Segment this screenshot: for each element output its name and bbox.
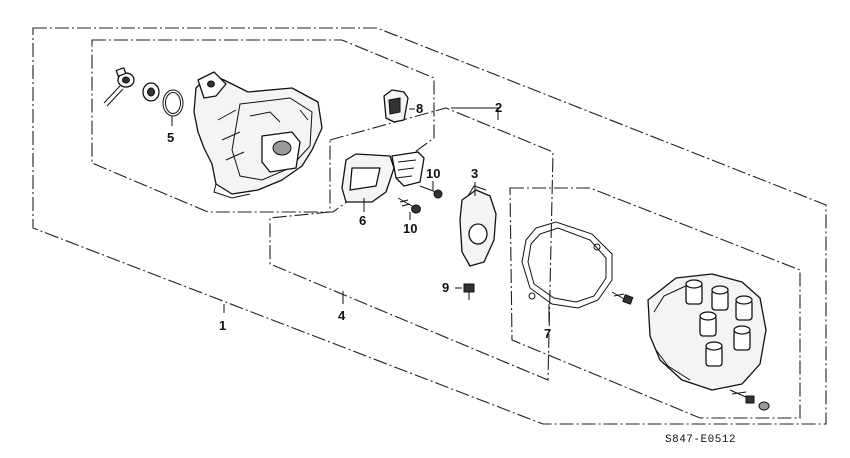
outline-group-4 xyxy=(269,107,554,381)
screw-10-lower xyxy=(397,197,421,214)
distributor-housing xyxy=(193,71,323,199)
pin-part xyxy=(103,67,135,107)
o-ring-part xyxy=(162,89,184,117)
housing-detail-2 xyxy=(249,109,309,123)
gasket-outer xyxy=(521,221,613,309)
washer-part xyxy=(142,82,160,102)
seal-slot xyxy=(388,97,401,115)
gasket-inner xyxy=(527,227,607,303)
callout-3: 3 xyxy=(471,166,478,181)
screw-9-head xyxy=(463,283,475,293)
igniter-detail xyxy=(395,159,417,179)
small-screw-head xyxy=(622,294,634,305)
seal-part xyxy=(383,89,409,123)
tower-3-top xyxy=(735,295,753,305)
rotor-part xyxy=(459,185,497,267)
pin-shaft xyxy=(103,85,121,104)
cap-bolt-head-1 xyxy=(745,395,755,404)
washer-inner xyxy=(147,87,155,97)
housing-detail-1 xyxy=(217,109,245,161)
gasket-hole-2 xyxy=(528,292,536,300)
pin-tab xyxy=(115,67,127,77)
drawing-code: S847-E0512 xyxy=(665,434,736,446)
igniter-window xyxy=(349,167,381,191)
tower-center-top xyxy=(699,311,717,321)
callout-10-upper: 10 xyxy=(426,166,440,181)
outline-cap-group xyxy=(509,187,801,419)
igniter-part xyxy=(341,151,425,203)
gasket-part xyxy=(521,221,613,309)
cap-bolt-head-2 xyxy=(758,401,770,411)
screw-lower-head xyxy=(411,204,421,214)
cap-screw-small xyxy=(611,291,634,305)
cap-towers xyxy=(685,279,753,367)
pin-shaft-edge xyxy=(106,88,124,107)
flange-hole xyxy=(207,80,215,88)
callout-5: 5 xyxy=(167,130,174,145)
callout-7: 7 xyxy=(544,326,551,341)
callout-4: 4 xyxy=(338,308,346,323)
tower-5-top xyxy=(705,341,723,351)
screw-10-upper xyxy=(419,185,443,199)
o-ring-outer xyxy=(162,89,184,117)
callout-8: 8 xyxy=(416,101,423,116)
cap-bolt-thread-1 xyxy=(729,389,749,399)
screw-upper-head xyxy=(433,189,443,199)
tower-1-top xyxy=(685,279,703,289)
callout-2: 2 xyxy=(495,100,502,115)
screw-9 xyxy=(463,283,475,300)
callout-10-lower: 10 xyxy=(403,221,417,236)
gasket-hole-1 xyxy=(593,243,601,251)
distributor-cap xyxy=(647,273,767,391)
callouts: 1 2 3 4 5 6 7 8 9 10 10 xyxy=(167,100,551,341)
outline-assembly-1 xyxy=(32,27,827,425)
cap-bolts xyxy=(729,389,770,411)
callout-6: 6 xyxy=(359,213,366,228)
shaft-end xyxy=(272,140,292,156)
o-ring-inner xyxy=(165,92,181,114)
callout-9: 9 xyxy=(442,280,449,295)
rotor-blade xyxy=(467,185,487,197)
tower-2-top xyxy=(711,285,729,295)
screw-lower-thread xyxy=(397,197,413,207)
screw-upper-shank xyxy=(419,185,437,193)
cap-rim xyxy=(653,283,691,381)
rotor-hub xyxy=(468,223,488,245)
tower-4-top xyxy=(733,325,751,335)
pin-hole xyxy=(122,76,130,84)
callout-1: 1 xyxy=(219,318,226,333)
leader-lines xyxy=(171,107,550,322)
housing-base xyxy=(213,183,251,199)
